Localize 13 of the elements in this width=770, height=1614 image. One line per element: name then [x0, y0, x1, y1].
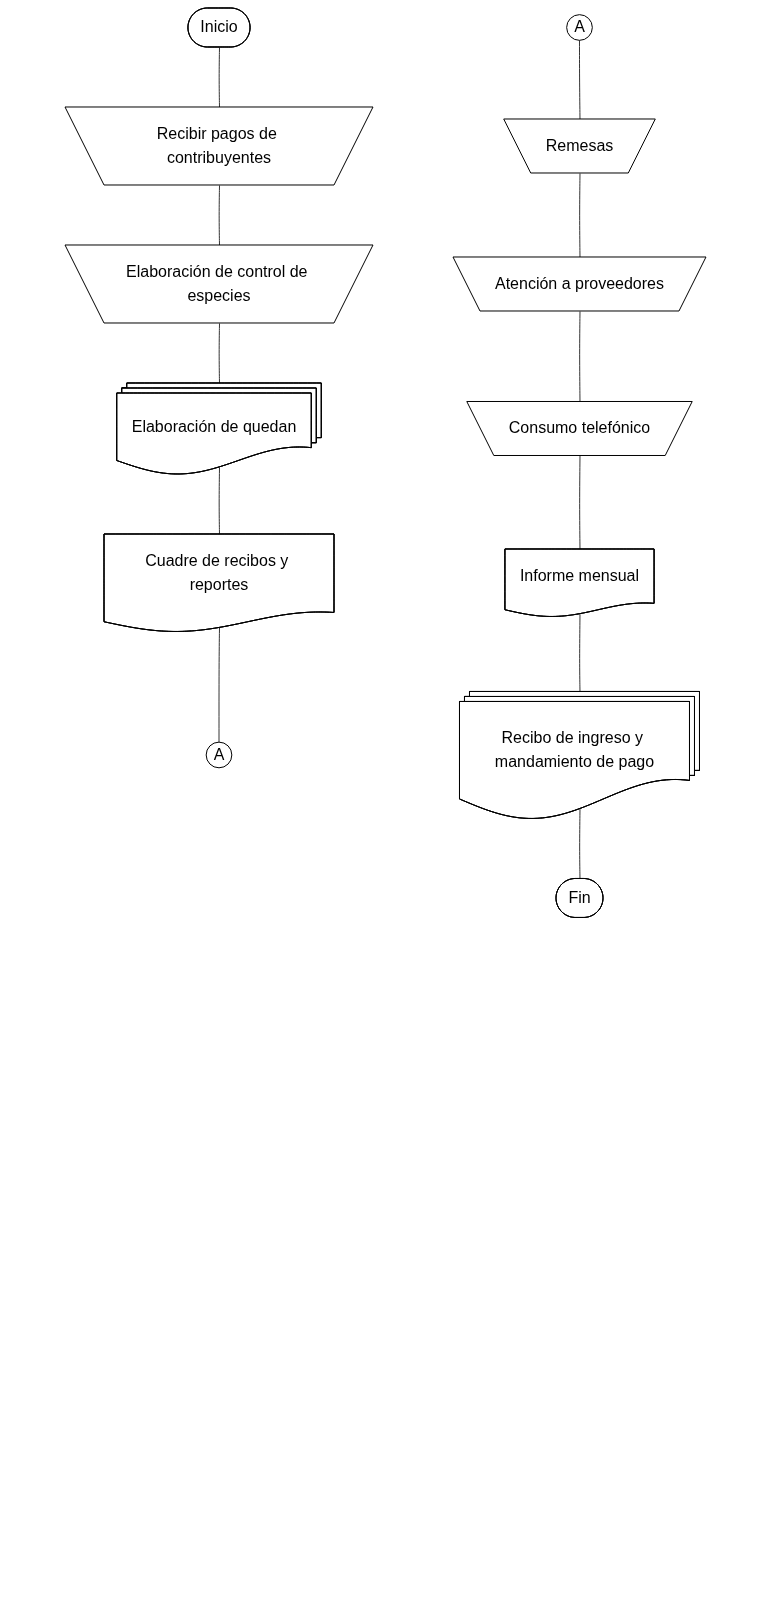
connector [218, 185, 220, 246]
connector [218, 47, 220, 108]
connector [578, 808, 580, 880]
connector [578, 173, 580, 258]
node-circle: A [565, 14, 593, 41]
connector [578, 613, 580, 693]
node-circle: A [205, 741, 232, 769]
connector [218, 627, 220, 743]
connector [578, 311, 580, 403]
connector [578, 455, 580, 550]
connector [218, 466, 220, 535]
connector [578, 39, 580, 120]
connector [218, 323, 220, 384]
